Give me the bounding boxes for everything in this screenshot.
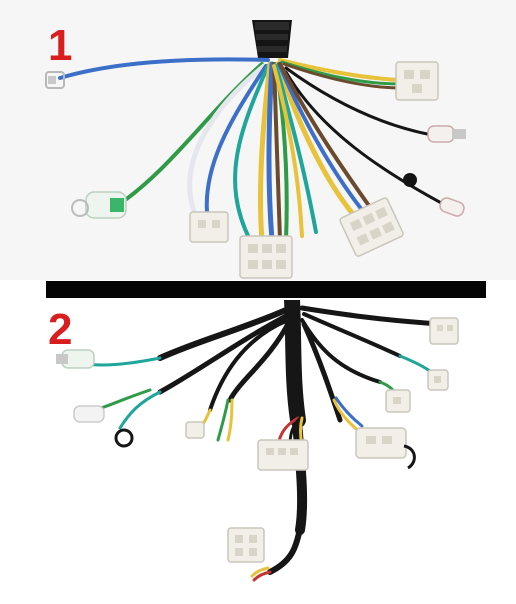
connector-icon [185, 421, 205, 439]
harness-1-illustration [45, 20, 466, 279]
terminal-icon [71, 191, 127, 219]
harness-photo-1: 1 [0, 0, 516, 280]
harness-2-illustration [56, 300, 459, 582]
connector-icon [427, 369, 449, 391]
harness-bundle-icon [252, 20, 292, 58]
ring-terminal-icon [114, 428, 134, 448]
wires [58, 57, 447, 243]
terminal-icon [45, 71, 65, 89]
connector-icon [355, 427, 416, 470]
harness-photo-2: 2 [0, 300, 516, 604]
panel-number-1: 1 [48, 21, 73, 70]
terminal-icon [403, 173, 465, 217]
terminal-icon [73, 405, 105, 423]
connector-icon [189, 211, 229, 243]
terminal-icon [427, 125, 466, 143]
connector-icon [385, 389, 411, 413]
connector-icon [429, 317, 459, 345]
terminal-icon [56, 349, 95, 369]
connector-icon [239, 235, 293, 279]
panel-number-2: 2 [48, 305, 73, 354]
divider-bar [46, 281, 486, 298]
connector-icon [257, 439, 309, 471]
connector-icon [395, 61, 439, 101]
connector-icon [339, 197, 404, 257]
connector-icon [227, 527, 265, 563]
